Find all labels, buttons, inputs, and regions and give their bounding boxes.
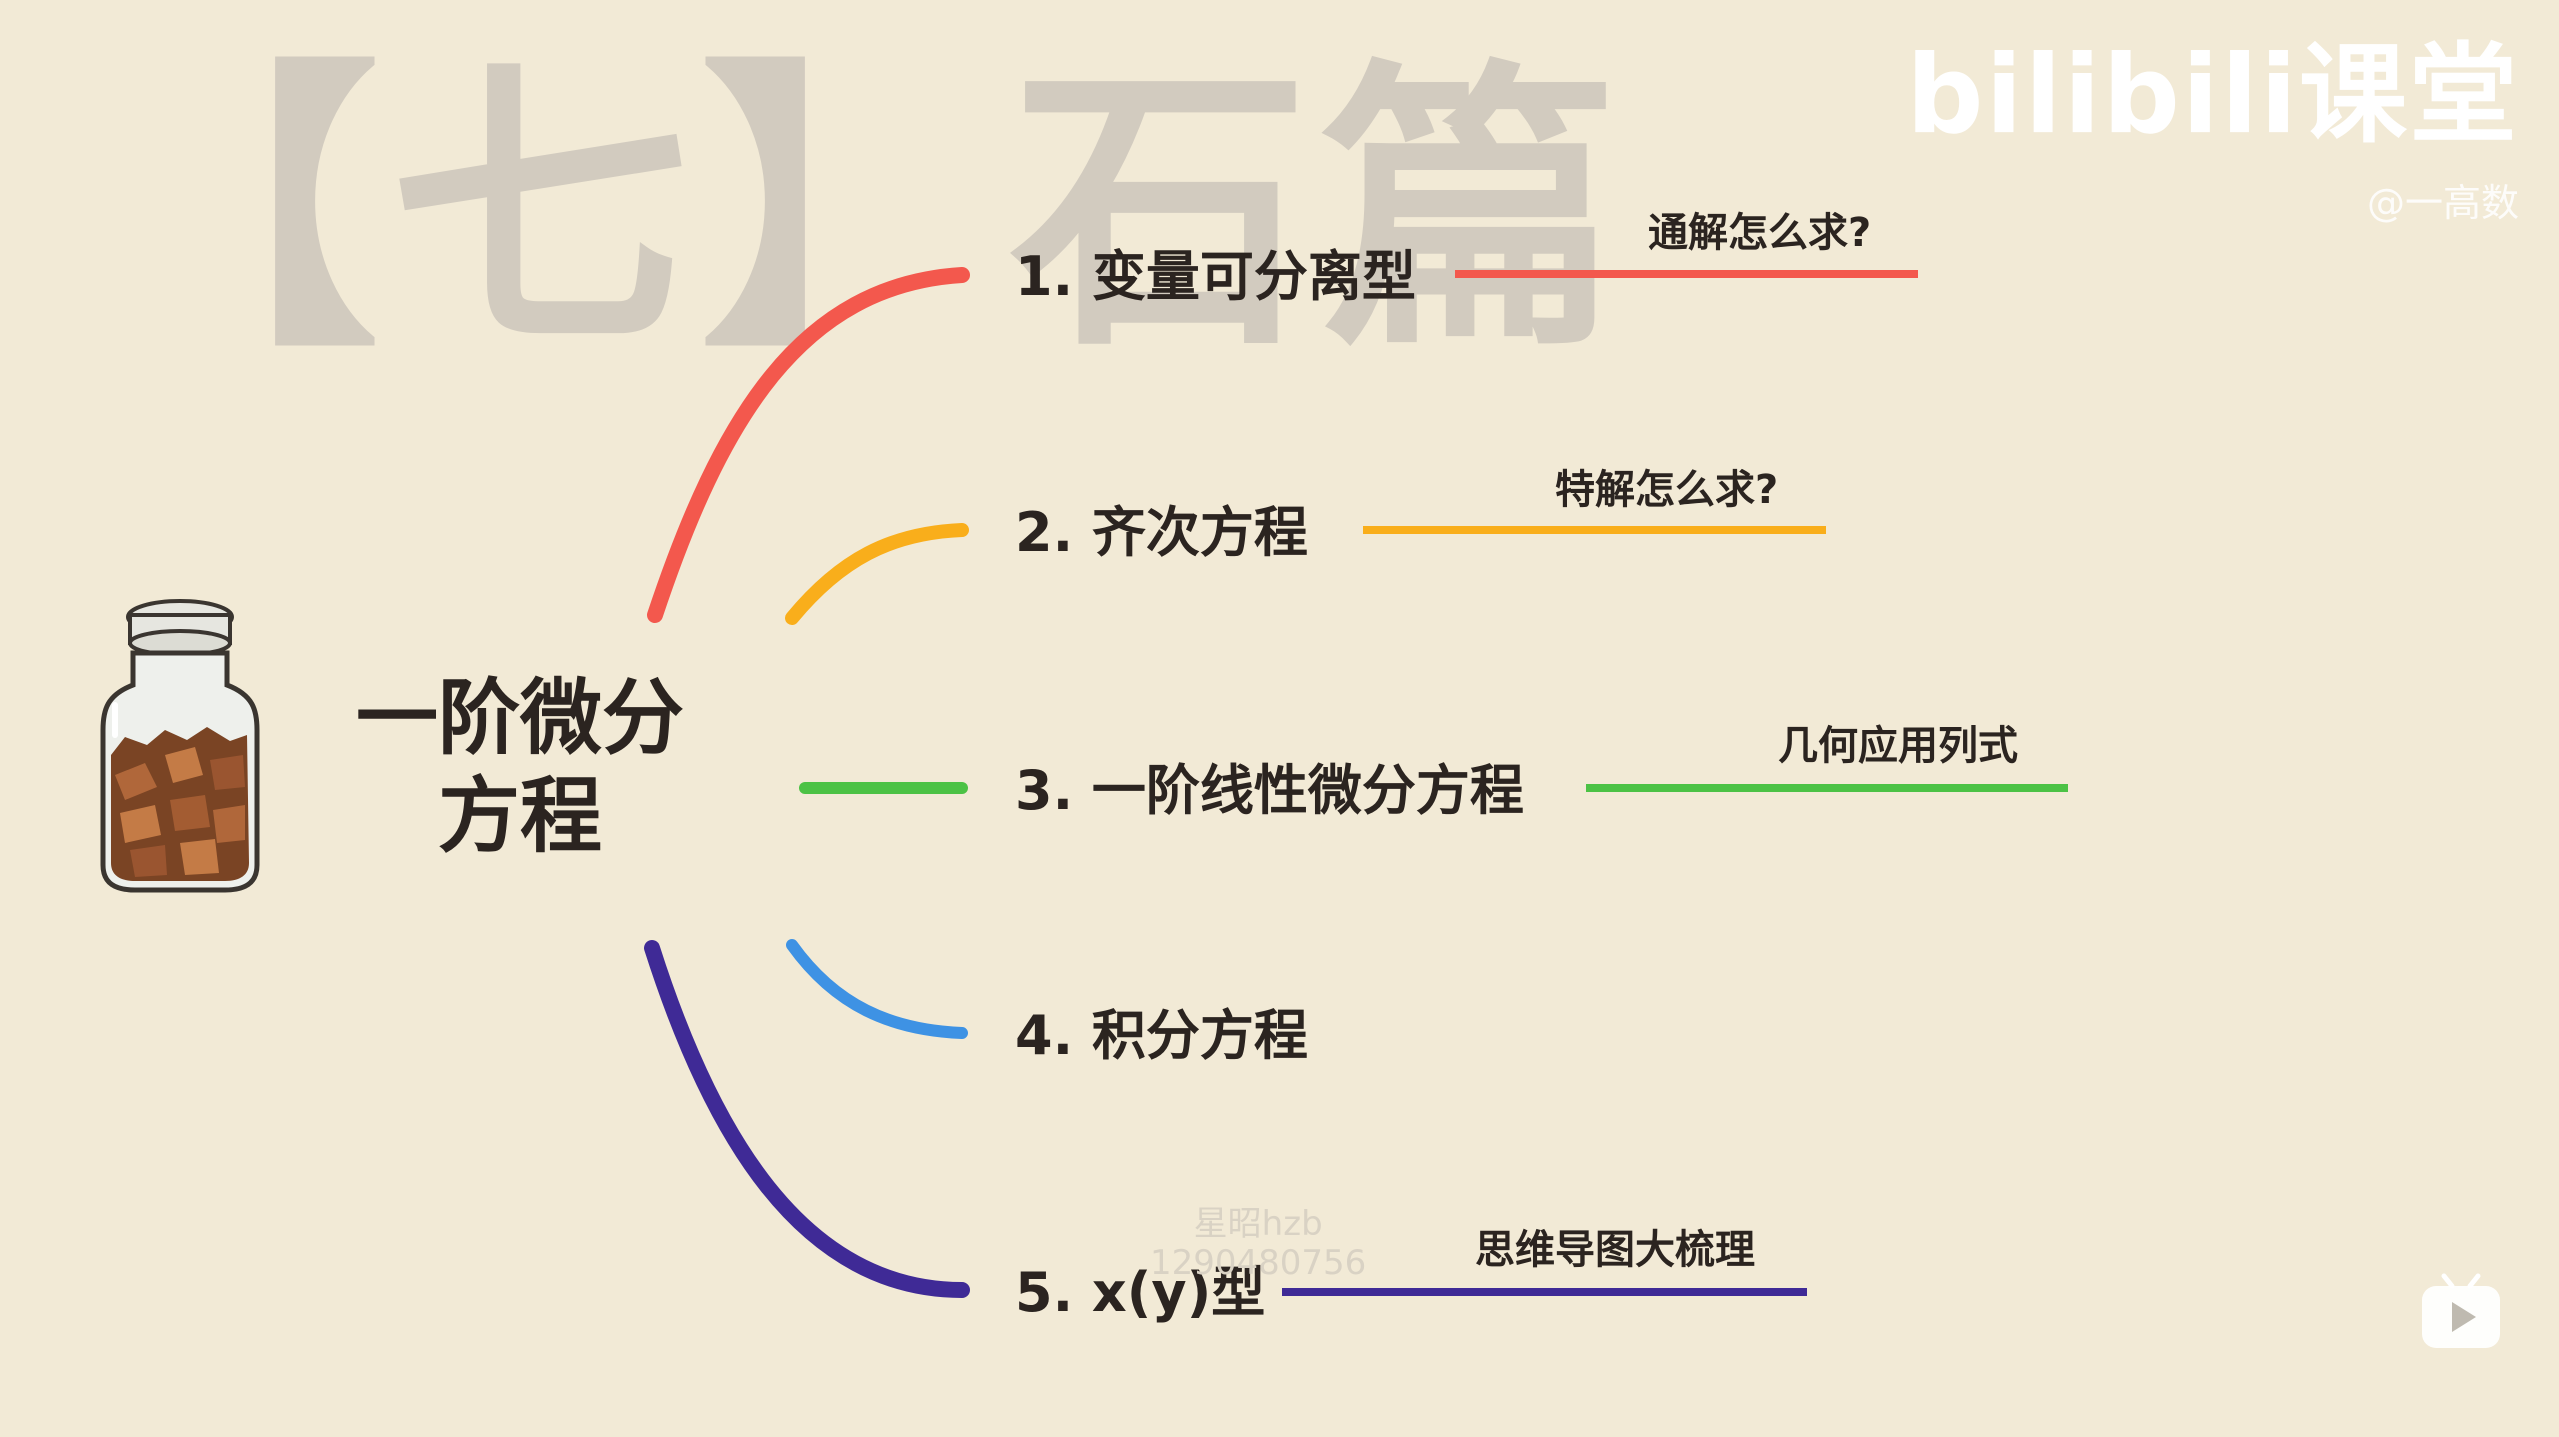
branch-curve-2: [785, 523, 969, 625]
note-3: 几何应用列式: [1778, 723, 2018, 769]
play-icon[interactable]: [2418, 1272, 2504, 1352]
watermark-line-1: 星昭hzb: [1193, 1204, 1323, 1244]
root-topic-line-1: 一阶微分: [355, 671, 684, 766]
note-2: 特解怎么求?: [1555, 467, 1779, 513]
video-watermark: 星昭hzb 1290480756: [1150, 1204, 1367, 1284]
branch-label-5: 5. x(y)型: [1015, 1261, 1266, 1324]
branch-label-2: 2. 齐次方程: [1015, 501, 1308, 564]
branch-curve-4: [786, 939, 968, 1039]
note-1: 通解怎么求?: [1648, 210, 1872, 256]
watermark-line-2: 1290480756: [1150, 1243, 1367, 1284]
branch-curve-1: [647, 267, 970, 623]
branch-label-1: 1. 变量可分离型: [1015, 245, 1416, 308]
root-topic-line-2: 方程: [437, 769, 602, 865]
jar-icon: [100, 599, 260, 893]
uploader-handle: @一高数: [2366, 181, 2519, 225]
branch-label-3: 3. 一阶线性微分方程: [1015, 759, 1524, 822]
branch-label-4: 4. 积分方程: [1015, 1004, 1308, 1067]
bilibili-logo: bilibili课堂: [1906, 33, 2519, 158]
branch-curve-5: [644, 940, 970, 1298]
brand-watermark: bilibili课堂 @一高数: [1906, 42, 2519, 227]
note-5: 思维导图大梳理: [1475, 1227, 1755, 1273]
root-topic: 一阶微分 方程: [330, 670, 710, 867]
